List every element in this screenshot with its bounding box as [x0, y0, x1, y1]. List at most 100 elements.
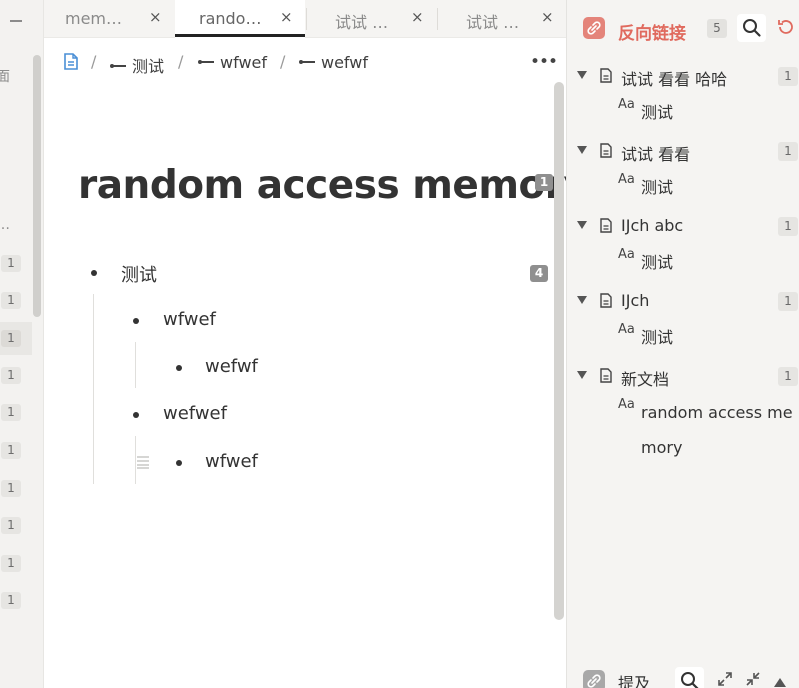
backlinks-panel: 反向链接 5 试试 看看 哈哈 1 Aa 测试 试试 看看 1 Aa 测试 IJ… [566, 0, 799, 688]
text-block-icon: Aa [618, 247, 635, 262]
indent-guide [135, 436, 136, 484]
count-badge: 1 [1, 255, 21, 272]
refresh-icon[interactable] [777, 18, 795, 40]
list-item[interactable]: wefwef [163, 403, 227, 424]
tab-separator [437, 8, 438, 30]
count-badge: 1 [1, 480, 21, 497]
document-icon[interactable] [64, 53, 78, 74]
text-block-icon: Aa [618, 172, 635, 187]
backlink-document[interactable]: IJch 1 [567, 287, 799, 323]
close-icon[interactable]: × [280, 8, 293, 26]
editor-pane: mem… × rando… × 试试 … × 试试 … × / 测试 / wfw… [44, 0, 589, 688]
count-badge: 1 [778, 367, 798, 386]
bullet-icon[interactable] [176, 460, 182, 466]
editor-scrollbar[interactable] [554, 82, 564, 620]
tab-shishi-2[interactable]: 试试 … × [438, 0, 566, 38]
expand-icon[interactable] [717, 671, 733, 688]
ref-count-badge[interactable]: 4 [530, 265, 548, 282]
backlink-document-title: 新文档 [621, 370, 670, 389]
link-icon [583, 17, 605, 39]
count-badge: 1 [778, 217, 798, 236]
breadcrumb-item[interactable]: wfwef [198, 53, 267, 72]
backlink-document-title: 试试 看看 [621, 145, 691, 164]
breadcrumb: / 测试 / wfwef / wefwf [44, 44, 566, 82]
count-badge: 1 [1, 517, 21, 534]
list-item-icon [299, 59, 315, 64]
breadcrumb-separator: / [91, 52, 97, 71]
caret-up-icon[interactable] [773, 673, 787, 688]
breadcrumb-item[interactable]: 测试 [110, 53, 165, 77]
search-icon [681, 672, 699, 688]
tab-random-access-memory[interactable]: rando… × [175, 0, 305, 38]
mentions-title: 提及 [618, 674, 651, 688]
caret-down-icon[interactable] [577, 296, 587, 304]
breadcrumb-separator: / [178, 52, 184, 71]
breadcrumb-item[interactable]: wefwf [299, 53, 368, 72]
backlink-document-title: 试试 看看 哈哈 [621, 70, 728, 89]
tab-label: 试试 … [466, 13, 520, 32]
close-icon[interactable]: × [541, 8, 554, 26]
count-badge: 1 [778, 142, 798, 161]
left-scrollbar[interactable] [33, 55, 41, 317]
collapse-icon[interactable] [745, 671, 761, 688]
indent-guide [135, 342, 136, 388]
count-badge: 1 [1, 555, 21, 572]
tab-separator [306, 8, 307, 30]
mentions-search-button[interactable] [675, 667, 704, 688]
tab-label: 试试 … [335, 13, 389, 32]
caret-down-icon[interactable] [577, 371, 587, 379]
list-item[interactable]: wefwf [205, 356, 258, 377]
bullet-icon[interactable] [133, 318, 139, 324]
bullet-icon[interactable] [91, 270, 97, 276]
collapse-icon[interactable] [10, 20, 22, 22]
backlink-count-badge: 5 [707, 19, 727, 38]
link-icon [583, 670, 605, 688]
document-icon [600, 68, 612, 87]
backlink-document[interactable]: 试试 看看 1 [567, 137, 799, 173]
left-sidebar-strip: 面 … 1 1 1 1 1 1 1 1 1 1 [0, 0, 44, 688]
backlink-document[interactable]: 新文档 1 [567, 362, 799, 398]
backlink-document[interactable]: 试试 看看 哈哈 1 [567, 62, 799, 98]
tab-memory[interactable]: mem… × [44, 0, 174, 38]
caret-down-icon[interactable] [577, 221, 587, 229]
ref-count-badge[interactable]: 1 [535, 174, 553, 191]
breadcrumb-item-label: 测试 [132, 57, 165, 76]
list-item[interactable]: 测试 [121, 265, 157, 286]
panel-header: 反向链接 5 [567, 0, 799, 58]
backlink-document-title: IJch abc [621, 216, 684, 235]
text-block-icon: Aa [618, 97, 635, 112]
caret-down-icon[interactable] [577, 71, 587, 79]
tab-label: mem… [65, 9, 123, 28]
page-title[interactable]: random access memory [78, 163, 589, 208]
search-icon [743, 19, 761, 37]
bullet-icon[interactable] [176, 365, 182, 371]
count-badge: 1 [778, 292, 798, 311]
count-badge: 1 [1, 592, 21, 609]
search-button[interactable] [737, 14, 766, 42]
list-item-icon [110, 63, 126, 68]
bullet-icon[interactable] [133, 412, 139, 418]
panel-title: 反向链接 [618, 24, 686, 44]
backlink-document[interactable]: IJch abc 1 [567, 212, 799, 248]
close-icon[interactable]: × [411, 8, 424, 26]
tab-label: rando… [199, 9, 262, 28]
more-options-icon[interactable]: ••• [530, 52, 558, 72]
document-icon [600, 293, 612, 312]
list-item[interactable]: wfwef [205, 451, 258, 472]
tab-bar: mem… × rando… × 试试 … × 试试 … × [44, 0, 566, 38]
text-block-icon: Aa [618, 397, 635, 412]
breadcrumb-separator: / [280, 52, 286, 71]
document-icon [600, 218, 612, 237]
close-icon[interactable]: × [149, 8, 162, 26]
indent-guide [93, 294, 94, 484]
list-item[interactable]: wfwef [163, 309, 216, 330]
count-badge: 1 [1, 442, 21, 459]
partial-label: … [0, 217, 10, 233]
breadcrumb-item-label: wfwef [220, 53, 267, 72]
mentions-header: 提及 [567, 660, 799, 688]
caret-down-icon[interactable] [577, 146, 587, 154]
drag-handle-icon[interactable] [136, 454, 150, 473]
tab-shishi-1[interactable]: 试试 … × [307, 0, 436, 38]
count-badge: 1 [1, 292, 21, 309]
reference-text: 测试 [641, 178, 674, 197]
